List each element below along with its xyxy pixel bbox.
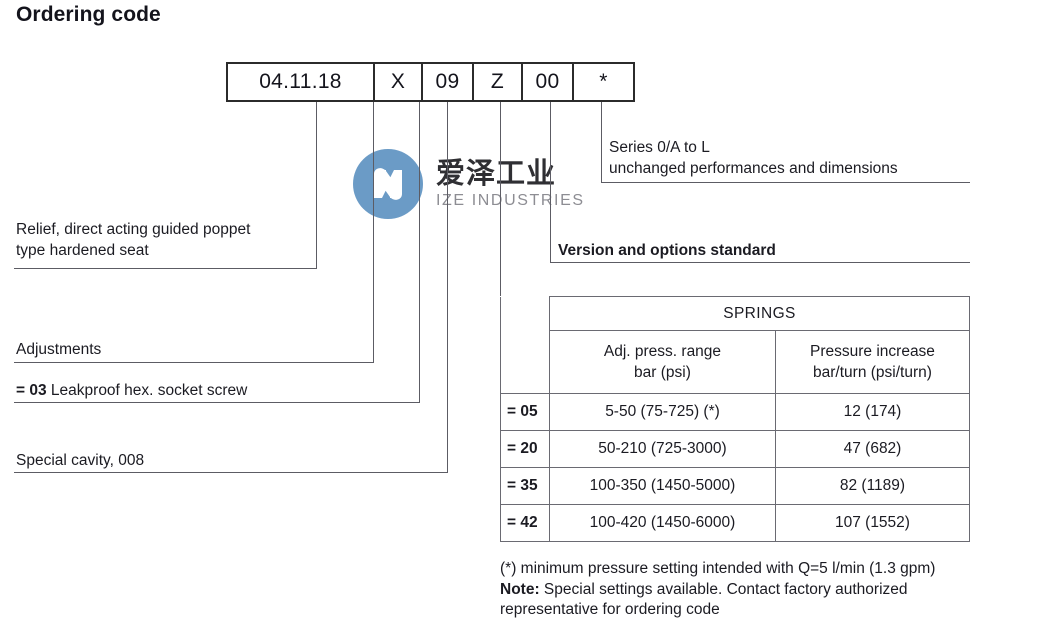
footnote-note-text: Special settings available. Contact fact…: [543, 580, 908, 598]
page-title: Ordering code: [16, 3, 161, 26]
code-cell-adjustment: 09: [423, 64, 474, 100]
springs-header-range-line2: bar (psi): [634, 364, 691, 381]
code-cell-series: *: [599, 70, 608, 93]
springs-table: SPRINGS Adj. press. range bar (psi) Pres…: [500, 296, 971, 542]
ordering-code-boxes: 04.11.18 X 09 Z 00 *: [226, 62, 635, 102]
springs-increase-35: 82 (1189): [774, 467, 971, 505]
footnote-note-continued: representative for ordering code: [500, 601, 720, 618]
label-adjustments: Adjustments: [16, 341, 102, 358]
label-adjustment-text: Leakproof hex. socket screw: [50, 382, 248, 399]
label-adjustment-option: = 03 Leakproof hex. socket screw: [16, 380, 247, 401]
leader-line-adjust-code-horizontal: [14, 402, 420, 403]
leader-line-version-horizontal: [550, 262, 970, 263]
springs-header-increase-line2: bar/turn (psi/turn): [813, 364, 932, 381]
leader-line-relief-vertical: [316, 102, 317, 268]
table-row: = 05 5-50 (75-725) (*) 12 (174): [500, 393, 971, 431]
label-relief: Relief, direct acting guided poppet type…: [16, 219, 250, 261]
springs-code-35: = 35: [500, 467, 550, 505]
watermark-en: IZE INDUSTRIES: [436, 191, 585, 209]
label-relief-line1: Relief, direct acting guided poppet: [16, 221, 251, 238]
code-cell-spring: Z: [474, 64, 523, 100]
springs-header-increase: Pressure increase bar/turn (psi/turn): [774, 330, 971, 394]
watermark-text: 爱泽工业 IZE INDUSTRIES: [436, 158, 585, 211]
footnote-note: Note: Special settings available. Contac…: [500, 580, 1060, 601]
springs-title-row: SPRINGS: [500, 296, 970, 331]
label-series-line2: unchanged performances and dimensions: [609, 160, 898, 177]
label-special-cavity: Special cavity, 008: [16, 452, 145, 469]
watermark-cn: 爱泽工业: [436, 157, 557, 190]
springs-range-42: 100-420 (1450-6000): [549, 504, 776, 542]
leader-line-adjust-code-vertical: [419, 102, 420, 402]
ize-logo-icon: [352, 148, 424, 220]
springs-code-20: = 20: [500, 430, 550, 468]
label-relief-line2: type hardened seat: [16, 242, 149, 259]
springs-code-05: = 05: [500, 393, 550, 431]
footnotes: (*) minimum pressure setting intended wi…: [500, 559, 1060, 621]
leader-line-relief-horizontal: [14, 268, 317, 269]
table-row: = 42 100-420 (1450-6000) 107 (1552): [500, 504, 971, 542]
springs-increase-42: 107 (1552): [774, 504, 971, 542]
springs-header-range-line1: Adj. press. range: [603, 343, 722, 360]
springs-range-35: 100-350 (1450-5000): [549, 467, 776, 505]
leader-line-series-vertical: [601, 102, 602, 182]
springs-header-row: Adj. press. range bar (psi) Pressure inc…: [500, 330, 971, 394]
label-series: Series 0/A to L unchanged performances a…: [609, 137, 898, 179]
springs-increase-05: 12 (174): [774, 393, 971, 431]
leader-line-cavity-horizontal: [14, 472, 448, 473]
springs-title: SPRINGS: [549, 296, 970, 331]
springs-spacer-cell: [500, 296, 550, 331]
label-adjustment-code: = 03: [16, 382, 47, 399]
springs-increase-20: 47 (682): [774, 430, 971, 468]
leader-line-adjustments-horizontal: [14, 362, 374, 363]
code-cell-model: 04.11.18: [228, 64, 375, 100]
springs-header-increase-line1: Pressure increase: [810, 343, 935, 360]
code-cell-cavity: X: [375, 64, 423, 100]
leader-line-series-horizontal: [601, 182, 970, 183]
label-series-line1: Series 0/A to L: [609, 139, 710, 156]
leader-line-springs-vertical: [500, 102, 501, 296]
footnote-note-label: Note:: [500, 580, 540, 598]
springs-spacer-cell-2: [500, 330, 550, 394]
footnote-asterisk: (*) minimum pressure setting intended wi…: [500, 560, 936, 577]
leader-line-cavity-vertical: [447, 102, 448, 472]
leader-line-adjustments-vertical: [373, 102, 374, 362]
table-row: = 35 100-350 (1450-5000) 82 (1189): [500, 467, 971, 505]
label-version: Version and options standard: [558, 242, 776, 259]
table-row: = 20 50-210 (725-3000) 47 (682): [500, 430, 971, 468]
springs-range-20: 50-210 (725-3000): [549, 430, 776, 468]
code-cell-version: 00: [523, 64, 574, 100]
leader-line-version-vertical: [550, 102, 551, 262]
springs-header-range: Adj. press. range bar (psi): [549, 330, 776, 394]
springs-range-05: 5-50 (75-725) (*): [549, 393, 776, 431]
springs-code-42: = 42: [500, 504, 550, 542]
